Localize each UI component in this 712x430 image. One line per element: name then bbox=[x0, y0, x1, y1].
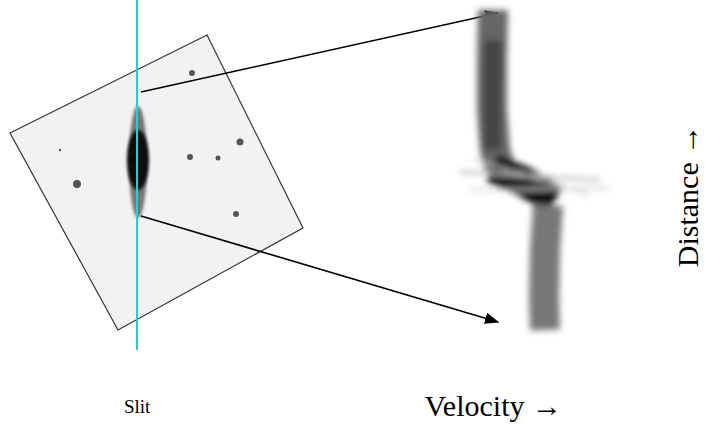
image-frame bbox=[10, 35, 303, 330]
spectrum bbox=[460, 10, 610, 330]
axis-label: Distance → bbox=[673, 125, 703, 267]
stars bbox=[59, 70, 244, 217]
slit-label: Slit bbox=[124, 397, 150, 416]
slit-line bbox=[136, 0, 138, 350]
arrow bbox=[141, 216, 498, 322]
arrow bbox=[141, 13, 498, 92]
axis-label: Velocity → bbox=[425, 391, 562, 421]
